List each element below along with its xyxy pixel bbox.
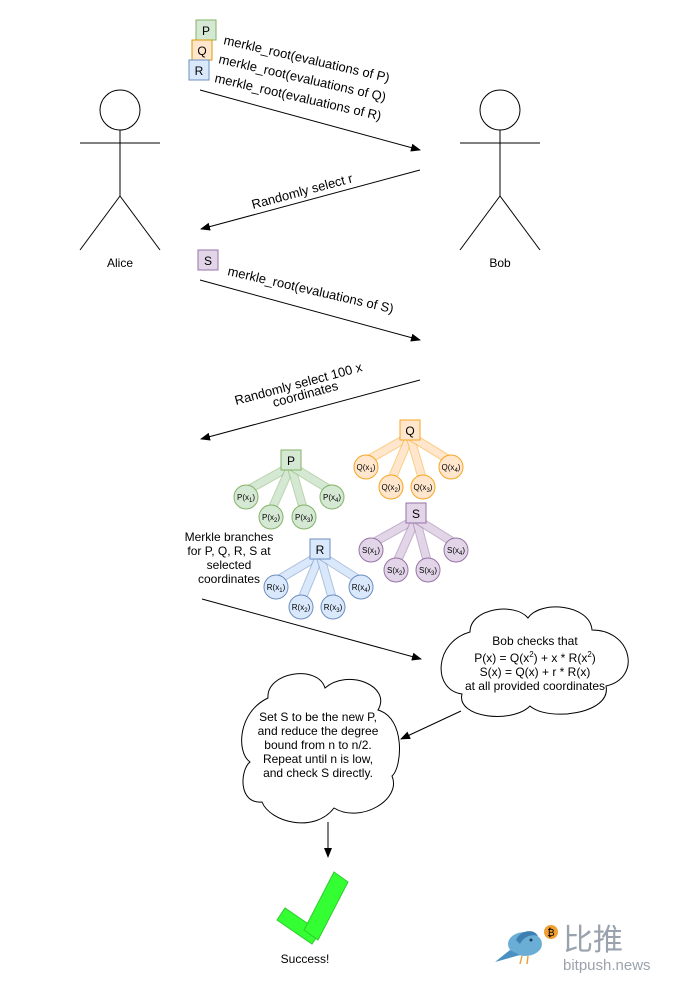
merkle-leaf-r [288,594,314,620]
merkle-root-r [309,538,331,560]
merkle-leaf-label-s: S(x1) [362,546,380,557]
recurse-line4: Repeat until n is low, [263,752,373,766]
merkle-leaf-q [438,454,464,480]
merkle-leaf-r [348,574,374,600]
merkle-tree-r: R R(x1) R(x2) R(x3) R(x4) [263,538,374,620]
arrow-commit-s [199,279,421,342]
svg-text:Q: Q [197,44,206,58]
recurse-line2: and reduce the degree [258,724,379,738]
merkle-tree-q: Q Q(x1) Q(x2) Q(x3) Q(x4) [353,419,464,500]
success-check-icon [276,871,349,945]
merkle-leaf-label-p: P(x4) [323,493,341,504]
merkle-leaf-label-p: P(x3) [295,513,313,524]
merkle-root-label-q: Q [405,424,414,438]
badge-q: Q [191,39,213,61]
svg-text:S: S [204,254,212,268]
watermark-en: bitpush.news [563,957,651,974]
arrow-merkle-branches [201,598,422,661]
merkle-trees: P P(x1) P(x2) P(x3) P(x4) Q Q(x1) Q(x2) Q(x3) Q(x… [233,419,469,620]
badge-s: S [197,249,219,271]
merkle-root-label-s: S [412,507,420,521]
merkle-root-s [405,502,427,524]
bob-label: Bob [489,256,511,270]
svg-text:coordinates: coordinates [198,572,260,586]
recurse-line3: bound from n to n/2. [264,738,371,752]
merkle-leaf-r [263,574,289,600]
merkle-leaf-s [415,557,441,583]
merkle-leaf-label-r: R(x2) [292,603,311,614]
merkle-leaf-label-s: S(x3) [419,566,437,577]
success-label: Success! [281,952,330,966]
bob-check-line1: Bob checks that [492,634,578,648]
watermark-cn: 比推 [563,923,623,958]
merkle-tree-s: S S(x1) S(x2) S(x3) S(x4) [358,502,469,583]
bob-figure [459,89,541,251]
commit-s-text: merkle_root(evaluations of S) [226,263,395,316]
select-r-text: Randomly select r [250,170,355,212]
merkle-leaf-s [443,537,469,563]
merkle-leaf-label-s: S(x2) [387,566,405,577]
merkle-tree-p: P P(x1) P(x2) P(x3) P(x4) [233,449,345,530]
merkle-leaf-p [233,484,259,510]
merkle-leaf-label-q: Q(x3) [414,483,433,494]
arrow-to-recurse [400,710,462,740]
recurse-line5: and check S directly. [263,766,373,780]
merkle-leaf-label-r: R(x4) [352,583,371,594]
badge-r: R [188,59,210,81]
merkle-branches-label: Merkle branches for P, Q, R, S at select… [185,530,274,586]
merkle-leaf-r [320,594,346,620]
arrow-select-coords [200,379,421,441]
svg-text:Merkle branches: Merkle branches [185,530,274,544]
recurse-cloud: Set S to be the new P, and reduce the de… [241,673,400,824]
merkle-leaf-p [291,504,317,530]
merkle-leaf-label-p: P(x2) [262,513,280,524]
merkle-leaf-label-q: Q(x1) [357,463,376,474]
merkle-root-p [280,449,302,471]
bob-check-line3: S(x) = Q(x) + r * R(x) [480,665,591,679]
merkle-leaf-q [378,474,404,500]
svg-text:for P, Q, R, S at: for P, Q, R, S at [187,544,271,558]
merkle-leaf-label-q: Q(x2) [382,483,401,494]
merkle-leaf-label-q: Q(x4) [442,463,461,474]
bitpush-watermark: ₿ 比推 bitpush.news [495,923,651,974]
recurse-line1: Set S to be the new P, [259,710,377,724]
svg-text:P: P [202,24,210,38]
bob-check-cloud: Bob checks that P(x) = Q(x2) + x * R(x2)… [440,606,629,717]
bob-check-line4: at all provided coordinates [465,679,605,693]
arrow-commit-pqr [199,89,421,152]
merkle-root-q [399,419,421,441]
merkle-leaf-s [358,537,384,563]
badge-p: P [195,19,217,41]
alice-figure [79,89,161,251]
alice-label: Alice [107,256,133,270]
merkle-leaf-label-p: P(x1) [237,493,255,504]
bird-logo-icon: ₿ [495,925,558,965]
merkle-leaf-label-s: S(x4) [447,546,465,557]
merkle-root-label-p: P [287,454,295,468]
svg-text:selected: selected [207,558,252,572]
bob-check-line2: P(x) = Q(x2) + x * R(x2) [474,650,596,665]
merkle-leaf-q [410,474,436,500]
arrow-select-r [200,169,421,231]
merkle-leaf-p [258,504,284,530]
merkle-leaf-q [353,454,379,480]
svg-text:₿: ₿ [547,927,554,939]
merkle-leaf-s [383,557,409,583]
svg-text:R: R [195,64,204,78]
merkle-leaf-label-r: R(x3) [324,603,343,614]
merkle-leaf-label-r: R(x1) [267,583,286,594]
merkle-root-label-r: R [316,543,325,557]
merkle-leaf-p [319,484,345,510]
